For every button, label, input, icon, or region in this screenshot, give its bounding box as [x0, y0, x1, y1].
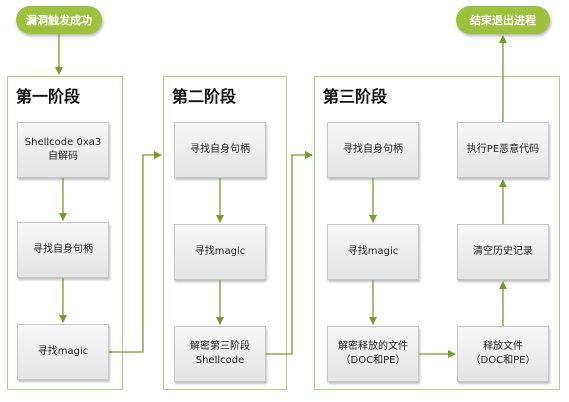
- step-label: 寻找magic: [194, 246, 246, 257]
- step-drop-files: 释放文件 （DOC和PE）: [457, 326, 549, 382]
- step-find-handle: 寻找自身句柄: [327, 122, 419, 178]
- step-label: 寻找自身句柄: [190, 144, 250, 155]
- step-label: 清空历史记录: [473, 246, 533, 257]
- step-find-handle: 寻找自身句柄: [17, 222, 109, 278]
- step-label: 寻找magic: [37, 346, 89, 357]
- step-label: 寻找magic: [347, 246, 399, 257]
- step-label: Shellcode 0xa3自解码: [24, 137, 102, 162]
- arrow-stage1-to-stage2: [109, 151, 162, 353]
- step-clear-history: 清空历史记录: [457, 224, 549, 280]
- step-label: 解密第三阶段 Shellcode: [190, 341, 250, 366]
- step-label: 寻找自身句柄: [33, 244, 93, 255]
- step-find-handle: 寻找自身句柄: [174, 122, 266, 178]
- step-find-magic: 寻找magic: [17, 324, 109, 380]
- step-label: 释放文件 （DOC和PE）: [470, 341, 536, 366]
- step-find-magic: 寻找magic: [174, 224, 266, 280]
- stage-1-title: 第一阶段: [16, 87, 81, 106]
- step-decrypt-stage-3: 解密第三阶段 Shellcode: [174, 326, 266, 382]
- stage-2-title: 第二阶段: [172, 87, 237, 106]
- arrow-stage2-to-stage3: [266, 151, 313, 355]
- end-terminator: 结束退出进程: [456, 6, 550, 34]
- stage-3-title: 第三阶段: [323, 87, 388, 106]
- step-label: 执行PE恶意代码: [466, 144, 540, 155]
- step-find-magic: 寻找magic: [327, 224, 419, 280]
- step-self-decode: Shellcode 0xa3自解码: [17, 122, 109, 178]
- step-label: 解密释放的文件 （DOC和PE）: [338, 341, 408, 366]
- step-exec-pe: 执行PE恶意代码: [457, 122, 549, 178]
- step-label: 寻找自身句柄: [343, 144, 403, 155]
- start-terminator: 漏洞触发成功: [16, 6, 102, 34]
- step-decrypt-files: 解密释放的文件 （DOC和PE）: [327, 326, 419, 382]
